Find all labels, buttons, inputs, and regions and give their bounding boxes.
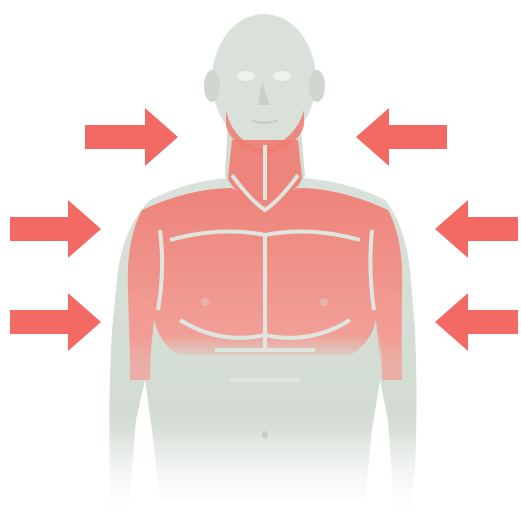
arrow-left-icon	[435, 200, 518, 258]
left-ear	[204, 70, 220, 102]
bottom-fade	[0, 430, 521, 529]
left-arm-highlight	[130, 290, 152, 380]
arrow-right-icon	[85, 108, 178, 166]
arrow-right-icon	[10, 200, 101, 258]
arrow-left-icon	[435, 293, 518, 351]
arrow-right-icon	[10, 293, 101, 351]
arrow-left-icon	[356, 108, 447, 166]
right-arm-highlight	[380, 290, 402, 380]
right-ear	[309, 70, 325, 102]
